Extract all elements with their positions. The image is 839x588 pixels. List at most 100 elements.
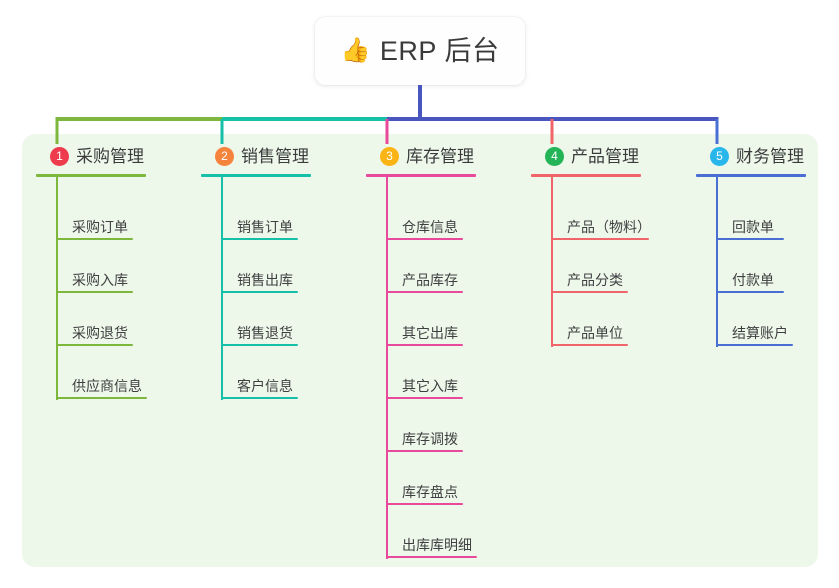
branch-title-1: 采购管理	[76, 146, 144, 166]
leaf-item-label: 产品（物料）	[567, 219, 651, 235]
leaf-item-rule	[716, 344, 793, 346]
leaf-item-rule	[56, 397, 147, 399]
leaf-item-label: 其它入库	[402, 378, 458, 394]
leaf-item-rule	[386, 291, 463, 293]
branch-header-2[interactable]: 2 销售管理	[201, 144, 311, 168]
leaf-item-rule	[221, 291, 298, 293]
leaf-item[interactable]: 销售订单	[201, 191, 311, 244]
leaf-item-label: 客户信息	[237, 378, 293, 394]
branch-badge-1: 1	[50, 146, 69, 166]
leaf-item-label: 付款单	[732, 272, 774, 288]
branch-header-3[interactable]: 3 库存管理	[366, 144, 476, 168]
leaf-item-label: 销售订单	[237, 219, 293, 235]
leaf-item[interactable]: 产品（物料）	[531, 191, 651, 244]
branch-items-2: 销售订单销售出库销售退货客户信息	[201, 177, 311, 403]
leaf-item-rule	[386, 238, 463, 240]
leaf-item-label: 结算账户	[732, 325, 788, 341]
branch-header-rule-1	[36, 174, 146, 177]
leaf-item-label: 产品单位	[567, 325, 623, 341]
leaf-item-label: 其它出库	[402, 325, 458, 341]
branch-badge-4: 4	[545, 146, 564, 166]
leaf-item-label: 采购退货	[72, 325, 128, 341]
branch-badge-2: 2	[215, 146, 234, 166]
leaf-item-rule	[551, 344, 628, 346]
leaf-item[interactable]: 销售退货	[201, 297, 311, 350]
leaf-item-label: 库存盘点	[402, 484, 458, 500]
branch-header-5[interactable]: 5 财务管理	[696, 144, 806, 168]
leaf-item-rule	[551, 291, 628, 293]
branch-spine-4	[551, 176, 553, 347]
leaf-item[interactable]: 仓库信息	[366, 191, 476, 244]
branch-items-1: 采购订单采购入库采购退货供应商信息	[36, 177, 147, 403]
leaf-item[interactable]: 采购退货	[36, 297, 146, 350]
leaf-item[interactable]: 付款单	[696, 244, 806, 297]
leaf-item[interactable]: 采购订单	[36, 191, 146, 244]
leaf-item-label: 产品库存	[402, 272, 458, 288]
branch-items-4: 产品（物料） 产品分类产品单位	[531, 177, 651, 350]
branch-column-5: 5 财务管理回款单付款单结算账户	[696, 144, 806, 350]
root-node-card[interactable]: 👍 ERP 后台	[315, 17, 525, 85]
leaf-item-label: 仓库信息	[402, 219, 458, 235]
leaf-item-rule	[386, 450, 463, 452]
branch-items-5: 回款单付款单结算账户	[696, 177, 806, 350]
branch-header-4[interactable]: 4 产品管理	[531, 144, 641, 168]
branch-header-rule-3	[366, 174, 476, 177]
branch-title-5: 财务管理	[736, 146, 804, 166]
leaf-item-label: 采购订单	[72, 219, 128, 235]
leaf-item-rule	[386, 556, 477, 558]
branch-title-2: 销售管理	[241, 146, 309, 166]
leaf-item[interactable]: 其它出库	[366, 297, 476, 350]
leaf-item[interactable]: 结算账户	[696, 297, 806, 350]
leaf-item-rule	[221, 238, 298, 240]
leaf-item-rule	[386, 503, 463, 505]
branch-title-3: 库存管理	[406, 146, 474, 166]
leaf-item[interactable]: 库存调拨	[366, 403, 476, 456]
leaf-item[interactable]: 其它入库	[366, 350, 476, 403]
thumbs-up-icon: 👍	[340, 37, 371, 64]
leaf-item[interactable]: 销售出库	[201, 244, 311, 297]
branch-spine-1	[56, 176, 58, 400]
branch-column-2: 2 销售管理销售订单销售出库销售退货客户信息	[201, 144, 311, 403]
branch-title-4: 产品管理	[571, 146, 639, 166]
leaf-item-rule	[221, 344, 298, 346]
branch-column-4: 4 产品管理产品（物料） 产品分类产品单位	[531, 144, 651, 350]
leaf-item-label: 库存调拨	[402, 431, 458, 447]
leaf-item[interactable]: 采购入库	[36, 244, 146, 297]
branch-badge-5: 5	[710, 146, 729, 166]
leaf-item-label: 销售出库	[237, 272, 293, 288]
leaf-item-rule	[386, 397, 463, 399]
leaf-item[interactable]: 供应商信息	[36, 350, 147, 403]
branch-items-3: 仓库信息产品库存其它出库其它入库库存调拨库存盘点出库库明细	[366, 177, 477, 562]
root-node-title: 👍 ERP 后台	[340, 35, 500, 66]
branch-header-rule-4	[531, 174, 641, 177]
leaf-item-label: 采购入库	[72, 272, 128, 288]
leaf-item-label: 销售退货	[237, 325, 293, 341]
leaf-item-rule	[56, 291, 133, 293]
root-node-label: ERP 后台	[379, 35, 500, 66]
leaf-item-rule	[56, 344, 133, 346]
leaf-item-rule	[221, 397, 298, 399]
branches-backdrop-panel	[22, 134, 818, 567]
leaf-item-rule	[551, 238, 649, 240]
leaf-item[interactable]: 客户信息	[201, 350, 311, 403]
leaf-item-rule	[386, 344, 463, 346]
leaf-item[interactable]: 产品单位	[531, 297, 641, 350]
branch-column-1: 1 采购管理采购订单采购入库采购退货供应商信息	[36, 144, 147, 403]
branch-header-1[interactable]: 1 采购管理	[36, 144, 146, 168]
leaf-item[interactable]: 产品库存	[366, 244, 476, 297]
branch-spine-5	[716, 176, 718, 347]
leaf-item[interactable]: 回款单	[696, 191, 806, 244]
leaf-item-label: 产品分类	[567, 272, 623, 288]
leaf-item[interactable]: 产品分类	[531, 244, 641, 297]
leaf-item-rule	[56, 238, 133, 240]
leaf-item[interactable]: 出库库明细	[366, 509, 477, 562]
branch-header-rule-5	[696, 174, 806, 177]
branch-header-rule-2	[201, 174, 311, 177]
leaf-item-label: 出库库明细	[402, 537, 472, 553]
leaf-item-label: 回款单	[732, 219, 774, 235]
leaf-item-rule	[716, 238, 784, 240]
branch-column-3: 3 库存管理仓库信息产品库存其它出库其它入库库存调拨库存盘点出库库明细	[366, 144, 477, 562]
branch-badge-3: 3	[380, 146, 399, 166]
leaf-item[interactable]: 库存盘点	[366, 456, 476, 509]
